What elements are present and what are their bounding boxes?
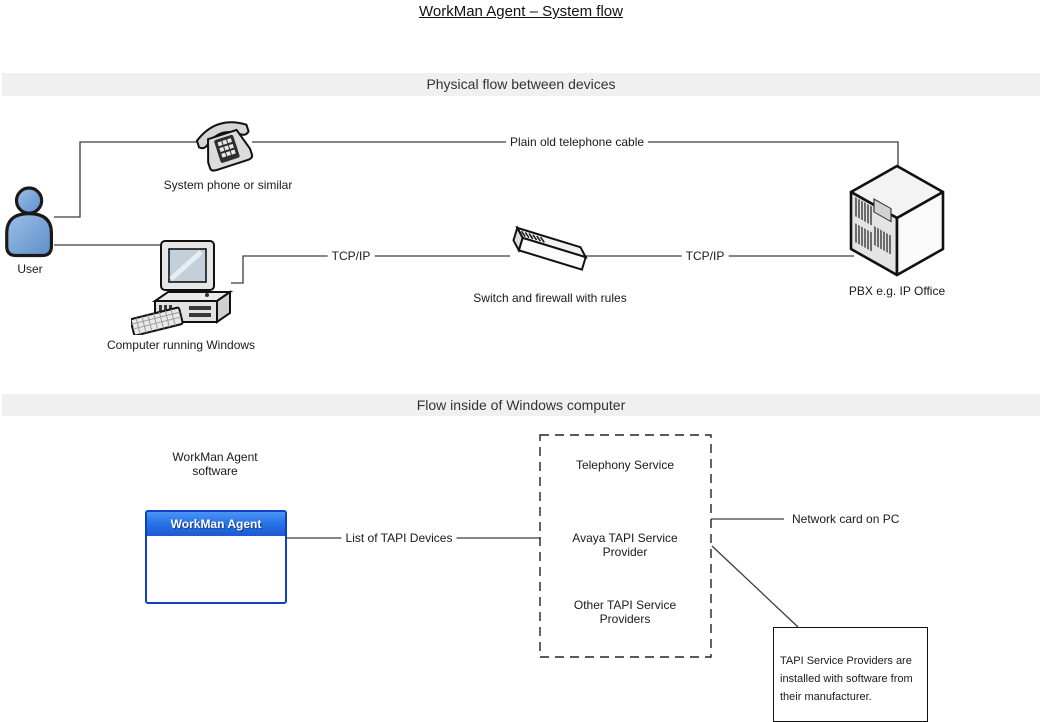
network-card-label: Network card on PC: [792, 512, 900, 526]
pbx-server-icon: [849, 164, 945, 277]
line-services-to-note: [711, 545, 799, 628]
tapi-note-box: TAPI Service Providers are installed wit…: [773, 627, 928, 722]
tcpip-right-label: TCP/IP: [681, 249, 729, 263]
section-banner-windows: Flow inside of Windows computer: [2, 394, 1040, 416]
computer-label: Computer running Windows: [106, 338, 256, 352]
workman-agent-window-titlebar: WorkMan Agent: [147, 512, 285, 536]
phone-label: System phone or similar: [163, 178, 293, 192]
section-banner-physical: Physical flow between devices: [2, 73, 1040, 96]
user-label: User: [17, 262, 43, 276]
user-icon: [5, 186, 53, 258]
computer-icon: [131, 240, 233, 335]
workman-software-caption: WorkMan Agent software: [172, 450, 258, 478]
desk-phone-icon: [195, 121, 254, 172]
line-phone-to-pbx: [252, 141, 899, 166]
workman-agent-window: WorkMan Agent: [145, 510, 287, 604]
line-user-to-phone: [54, 141, 197, 218]
switch-label: Switch and firewall with rules: [473, 291, 627, 305]
tapi-note-text: TAPI Service Providers are installed wit…: [780, 655, 913, 703]
tcpip-left-label: TCP/IP: [327, 249, 375, 263]
network-switch-icon: [512, 225, 588, 271]
page-title: WorkMan Agent – System flow: [419, 3, 623, 20]
tapi-services-dashed-box: [539, 434, 712, 658]
telephony-service-label: Telephony Service: [575, 458, 675, 472]
pbx-label: PBX e.g. IP Office: [848, 284, 946, 298]
line-computer-to-switch: [231, 255, 510, 284]
tapi-list-label: List of TAPI Devices: [341, 531, 457, 545]
telephone-cable-label: Plain old telephone cable: [505, 135, 649, 149]
avaya-tapi-provider-label: Avaya TAPI Service Provider: [572, 531, 678, 559]
other-tapi-providers-label: Other TAPI Service Providers: [573, 598, 677, 626]
